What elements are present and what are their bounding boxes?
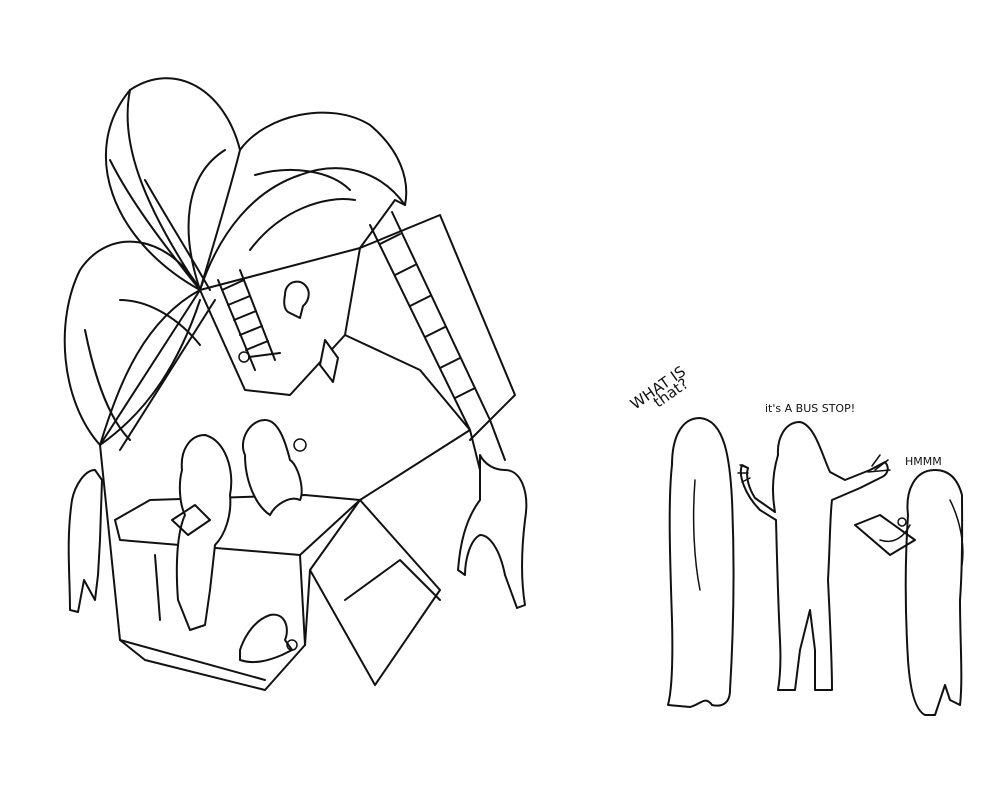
person-crawling-floor: [239, 613, 298, 664]
person-climbing-ladder: [283, 280, 339, 383]
onlooker-tall: [667, 417, 735, 708]
bus-stop-structure: [63, 77, 528, 691]
person-hanging-left: [67, 469, 103, 613]
person-sitting-reading: [171, 434, 233, 631]
structure-frame: [99, 199, 516, 691]
speech-what-is-that: WHAT IS that?: [627, 362, 692, 413]
ladder-left: [217, 269, 281, 371]
onlooker-gesturing: [737, 421, 891, 691]
person-lounging: [242, 419, 307, 516]
canopy-domes: [63, 77, 408, 446]
onlooker-clipboard: [854, 469, 964, 716]
ladder-right: [369, 211, 506, 481]
person-climbing-right: [457, 454, 528, 609]
speech-hmmm: HMMM: [905, 455, 942, 468]
speech-bus-stop: it's A BUS STOP!: [765, 402, 855, 415]
